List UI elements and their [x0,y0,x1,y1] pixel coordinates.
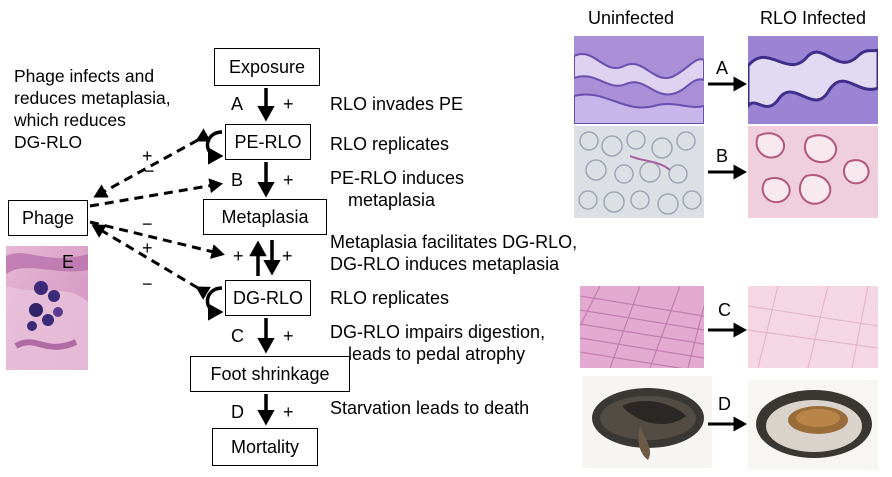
step-b-plus: + [283,170,294,190]
phage-dg-rlo-arrow [91,224,211,300]
phage-note-line-1: Phage infects and [14,66,155,86]
pe-rlo-node-label: PE-RLO [234,132,302,152]
desc-pe-rlo-induces-line-2: metaplasia [348,189,436,210]
panel-d-uninfected-image [582,376,712,468]
panel-d-infected-image [748,380,878,470]
mortality-node: Mortality [212,428,318,466]
desc-metaplasia-facilitates: Metaplasia facilitates DG-RLO, DG-RLO in… [330,232,577,275]
desc-metaplasia-facilitates-line-2: DG-RLO induces metaplasia [330,253,560,274]
desc-starvation: Starvation leads to death [330,398,530,418]
desc-metaplasia-facilitates-line-1: Metaplasia facilitates DG-RLO, [330,232,578,252]
metaplasia-up-plus: + [233,246,244,266]
panel-a-label: A [716,58,729,78]
phage-node: Phage [8,200,88,236]
mortality-node-label: Mortality [230,437,299,457]
dg-rlo-node-label: DG-RLO [232,288,303,308]
phage-metaplasia-arrow [89,220,225,259]
phage-metaplasia-minus: − [142,214,153,234]
foot-shrinkage-node: Foot shrinkage [190,356,350,392]
panel-c-uninfected-image [580,286,704,368]
column-header-infected: RLO Infected [760,8,867,28]
dg-rlo-node: DG-RLO [225,280,311,316]
pe-rlo-replication-loop [205,130,224,165]
exposure-node-label: Exposure [228,57,306,77]
phage-pe-rlo-arrow [93,128,211,198]
step-a-plus: + [283,94,294,114]
desc-rlo-replicates-2: RLO replicates [330,288,450,308]
step-d-label: D [231,402,244,422]
phage-node-label: Phage [21,208,75,228]
panel-e-image [6,246,88,370]
phage-b-arrow [89,178,223,208]
panel-a-infected-image [748,36,878,124]
dg-rlo-replication-loop [205,286,224,321]
panel-c-infected-image [748,286,878,368]
step-a-label: A [231,94,244,114]
desc-dg-rlo-impairs-line-2: leads to pedal atrophy [348,343,526,364]
metaplasia-node: Metaplasia [203,199,327,235]
desc-dg-rlo-impairs: DG-RLO impairs digestion, leads to pedal… [330,322,545,365]
foot-shrinkage-node-label: Foot shrinkage [210,364,330,384]
panel-e-label: E [62,252,75,272]
step-c-plus: + [283,326,294,346]
desc-pe-rlo-induces: PE-RLO induces metaplasia [330,168,464,211]
desc-rlo-replicates-1: RLO replicates [330,134,450,154]
panel-d-label: D [718,394,731,414]
desc-pe-rlo-induces-line-1: PE-RLO induces [330,168,465,188]
phage-note-line-3: which reduces [14,109,126,130]
exposure-node: Exposure [214,48,320,86]
column-header-uninfected: Uninfected [588,8,675,28]
step-b-label: B [231,170,244,190]
metaplasia-down-plus: + [282,246,293,266]
step-c-label: C [231,326,244,346]
phage-note-line-2: reduces metaplasia, [14,87,171,108]
phage-note-line-4: DG-RLO [14,131,83,152]
phage-note: Phage infects and reduces metaplasia, wh… [14,66,171,154]
step-d-plus: + [283,402,294,422]
panel-b-infected-image [748,126,878,218]
desc-rlo-invades: RLO invades PE [330,94,464,114]
panel-a-uninfected-image [574,36,704,124]
panel-b-label: B [716,146,729,166]
metaplasia-node-label: Metaplasia [221,207,309,227]
desc-dg-rlo-impairs-line-1: DG-RLO impairs digestion, [330,322,546,342]
panel-c-label: C [718,300,731,320]
pe-rlo-node: PE-RLO [225,124,311,160]
panel-b-uninfected-image [574,126,704,218]
